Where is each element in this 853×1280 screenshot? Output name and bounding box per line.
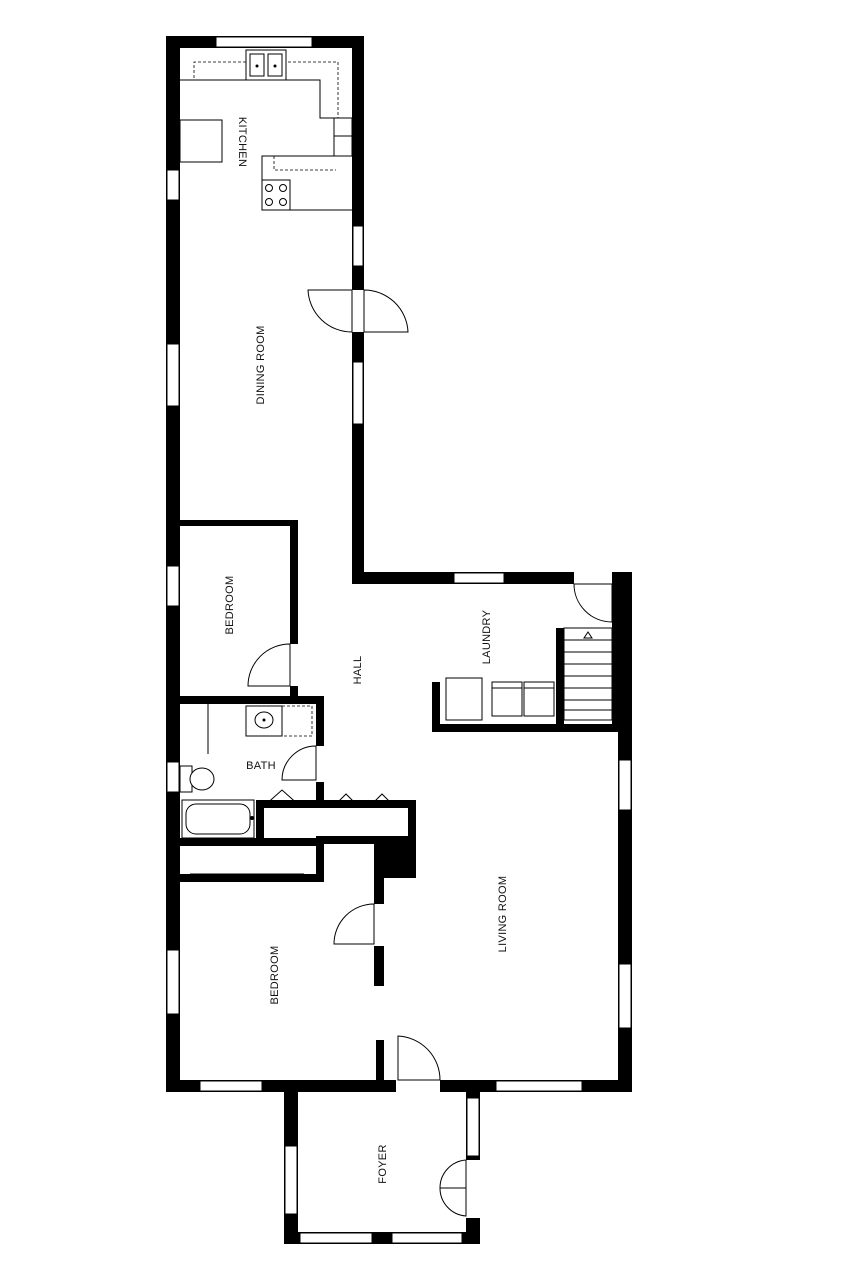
kitchen-side-window	[166, 169, 180, 201]
divider-wall-c	[376, 1040, 384, 1084]
small-bedroom-door	[247, 643, 291, 687]
bedroom-bottom-window	[199, 1080, 263, 1092]
laundry-door	[573, 583, 613, 623]
closet-right-wall	[408, 800, 416, 842]
left-exterior-wall	[166, 36, 180, 1092]
living-bottom-window	[495, 1080, 583, 1092]
room-labels: KITCHEN DINING ROOM BEDROOM HALL LAUNDRY…	[224, 117, 509, 1184]
laundry-label: LAUNDRY	[481, 609, 493, 664]
foyer-left-window	[284, 1145, 298, 1215]
toilet-bowl	[189, 767, 215, 791]
foyer-front-door-bottom	[439, 1187, 467, 1217]
bath-bottom-wall	[180, 838, 320, 846]
stair-left-wall	[556, 628, 564, 728]
foyer-entry-door	[397, 1035, 441, 1081]
bath-window	[166, 761, 180, 793]
hall-closet-door-a	[333, 793, 359, 807]
small-bedroom-window	[166, 565, 180, 607]
large-bedroom-window	[166, 949, 180, 1015]
laundry-fixtures	[445, 627, 613, 721]
stove	[261, 179, 291, 211]
dining-right-window-2	[352, 361, 364, 425]
stair-right-wall	[612, 584, 620, 726]
small-bedroom-label: BEDROOM	[224, 576, 236, 635]
bath-fixtures	[179, 704, 313, 839]
dining-left-window	[166, 343, 180, 407]
stairs	[563, 627, 613, 721]
living-room-label: LIVING ROOM	[497, 876, 509, 953]
divider-wall-b	[374, 946, 384, 986]
bath-door	[281, 745, 317, 781]
large-bedroom-door	[333, 903, 375, 945]
dining-room-label: DINING ROOM	[255, 325, 267, 404]
laundry-window	[453, 572, 505, 584]
foyer-label: FOYER	[377, 1144, 389, 1183]
dryer	[523, 681, 555, 717]
laundry-bottom-wall	[432, 724, 628, 732]
foyer-right-window	[466, 1097, 480, 1157]
kitchen-fixtures	[179, 49, 353, 211]
bath-label: BATH	[246, 760, 276, 772]
foyer-bottom-window-left	[299, 1232, 373, 1244]
large-bedroom-label: BEDROOM	[269, 946, 281, 1005]
bath-closet-divider	[256, 800, 264, 842]
foyer-front-door-top	[439, 1159, 467, 1189]
closet-bottom-wall	[316, 836, 416, 844]
chimney	[374, 840, 416, 882]
kitchen-window	[215, 36, 313, 48]
washer	[491, 681, 523, 717]
dining-door-right-swing	[363, 289, 409, 333]
divider-wall-a	[374, 880, 384, 904]
laundry-counter	[445, 677, 483, 721]
dining-door-left-swing	[307, 289, 353, 333]
living-window-upper	[618, 759, 632, 811]
walls	[166, 36, 632, 1244]
small-bedroom-right-wall	[290, 520, 298, 700]
bedroom-top-right-post	[316, 836, 324, 882]
foyer-bottom-window-right	[391, 1232, 463, 1244]
windows	[166, 36, 632, 1244]
kitchen-label: KITCHEN	[236, 117, 248, 167]
dining-right-window	[352, 225, 364, 267]
bath-sink	[254, 711, 274, 729]
right-exterior-wall	[618, 572, 632, 1092]
bath-closet-door	[263, 789, 301, 807]
laundry-left-wall	[432, 682, 440, 732]
bath-top-wall	[180, 696, 324, 704]
refrigerator	[179, 119, 223, 163]
doors	[190, 289, 613, 1218]
hall-closet-door-b	[369, 793, 395, 807]
hall-label: HALL	[352, 656, 364, 685]
small-bedroom-top-wall	[180, 520, 298, 526]
living-window-lower	[618, 963, 632, 1029]
